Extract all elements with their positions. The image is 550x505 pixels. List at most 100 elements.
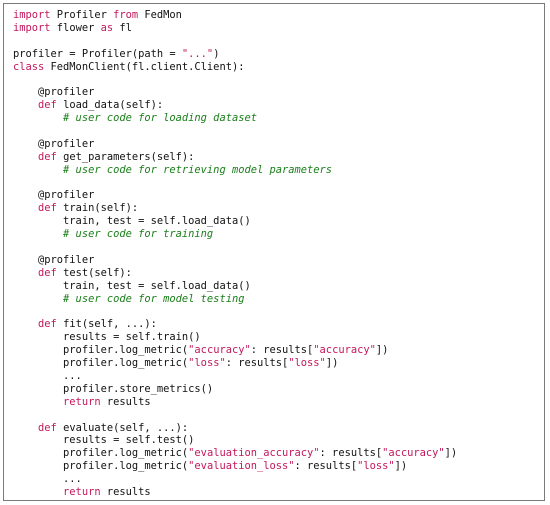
code-line: train, test = self.load_data()	[13, 280, 540, 293]
blank-line	[13, 177, 540, 190]
code-line: profiler = Profiler(path = "...")	[13, 48, 540, 61]
keyword-token: return	[63, 395, 101, 408]
code-line: def test(self):	[13, 267, 540, 280]
code-token: @profiler	[13, 86, 95, 99]
code-line: def train(self):	[13, 202, 540, 215]
code-token: profiler.log_metric(	[13, 357, 189, 370]
string-token: "loss"	[188, 357, 226, 370]
code-token: @profiler	[13, 137, 95, 150]
code-line: return results	[13, 396, 540, 409]
code-token: results	[100, 485, 151, 498]
string-token: "evaluation_accuracy"	[188, 447, 320, 460]
code-token: profiler.store_metrics()	[13, 382, 214, 395]
code-line: def load_data(self):	[13, 99, 540, 112]
code-token: Profiler	[50, 9, 114, 21]
code-token	[13, 318, 38, 330]
code-line: # user code for retrieving model paramet…	[13, 164, 540, 177]
string-token: "loss"	[288, 357, 326, 370]
comment-token: # user code for model testing	[63, 292, 245, 305]
code-token: ])	[444, 447, 458, 460]
code-line: import flower as fl	[13, 22, 540, 35]
blank-line	[13, 35, 540, 48]
code-token: profiler.log_metric(	[13, 447, 189, 460]
code-token: )	[213, 47, 220, 60]
comment-token: # user code for training	[63, 228, 214, 241]
string-token: "accuracy"	[188, 344, 251, 357]
comment-token: # user code for retrieving model paramet…	[63, 163, 333, 176]
comment-token: # user code for loading dataset	[63, 112, 257, 125]
code-token	[13, 228, 63, 240]
keyword-token: def	[38, 99, 57, 112]
blank-line	[13, 241, 540, 254]
code-line: # user code for training	[13, 228, 540, 241]
blank-line	[13, 305, 540, 318]
code-token: results	[100, 395, 151, 408]
code-line: results = self.test()	[13, 434, 540, 447]
code-token: ])	[394, 460, 408, 473]
keyword-token: from	[113, 9, 139, 21]
code-token: ...	[13, 473, 82, 486]
code-token: : results[	[294, 460, 358, 473]
code-line: profiler.log_metric("loss": results["los…	[13, 357, 540, 370]
code-token: results = self.test()	[13, 434, 195, 447]
keyword-token: import	[13, 21, 51, 34]
code-line: @profiler	[13, 189, 540, 202]
blank-line	[13, 125, 540, 138]
code-line: profiler.log_metric("evaluation_accuracy…	[13, 447, 540, 460]
code-token: profiler = Profiler(path =	[13, 47, 182, 60]
code-line: profiler.log_metric("evaluation_loss": r…	[13, 460, 540, 473]
code-line: def get_parameters(self):	[13, 151, 540, 164]
code-token: evaluate(self, ...):	[56, 421, 189, 434]
code-line: train, test = self.load_data()	[13, 215, 540, 228]
string-token: "accuracy"	[313, 344, 376, 357]
code-line: return results	[13, 486, 540, 499]
code-line: def fit(self, ...):	[13, 318, 540, 331]
code-token: test(self):	[56, 266, 132, 279]
code-token	[13, 202, 38, 214]
code-line: import Profiler from FedMon	[13, 9, 540, 22]
code-token	[13, 151, 38, 163]
string-token: "loss"	[357, 460, 395, 473]
string-token: "accuracy"	[382, 447, 445, 460]
code-token: train, test = self.load_data()	[13, 279, 251, 292]
code-token	[13, 267, 38, 279]
code-token: ])	[375, 344, 389, 357]
code-token: results = self.train()	[13, 331, 201, 344]
keyword-token: def	[38, 266, 57, 279]
keyword-token: def	[38, 421, 57, 434]
code-token	[13, 293, 63, 305]
code-token: FedMonClient(fl.client.Client):	[44, 60, 245, 73]
code-token: fit(self, ...):	[56, 318, 157, 331]
code-token	[13, 486, 63, 498]
code-token: train, test = self.load_data()	[13, 215, 251, 228]
string-token: "evaluation_loss"	[188, 460, 295, 473]
code-token: fl	[113, 21, 132, 34]
code-token: @profiler	[13, 189, 95, 202]
code-token: ...	[13, 369, 82, 382]
keyword-token: def	[38, 202, 57, 215]
code-token: flower	[50, 21, 101, 34]
code-line: # user code for loading dataset	[13, 112, 540, 125]
blank-line	[13, 73, 540, 86]
code-token	[13, 422, 38, 434]
keyword-token: class	[13, 60, 45, 73]
code-token: : results[	[225, 357, 289, 370]
code-line: profiler.log_metric("accuracy": results[…	[13, 344, 540, 357]
code-line: @profiler	[13, 254, 540, 267]
code-token: : results[	[250, 344, 314, 357]
keyword-token: return	[63, 485, 101, 498]
code-line: # user code for model testing	[13, 293, 540, 306]
code-line: ...	[13, 473, 540, 486]
code-token	[13, 112, 63, 124]
code-token	[13, 164, 63, 176]
code-token	[13, 99, 38, 111]
blank-line	[13, 409, 540, 422]
code-line: ...	[13, 370, 540, 383]
code-token	[13, 396, 63, 408]
keyword-token: def	[38, 150, 57, 163]
keyword-token: import	[13, 9, 51, 21]
code-line: @profiler	[13, 138, 540, 151]
code-token: load_data(self):	[56, 99, 164, 112]
